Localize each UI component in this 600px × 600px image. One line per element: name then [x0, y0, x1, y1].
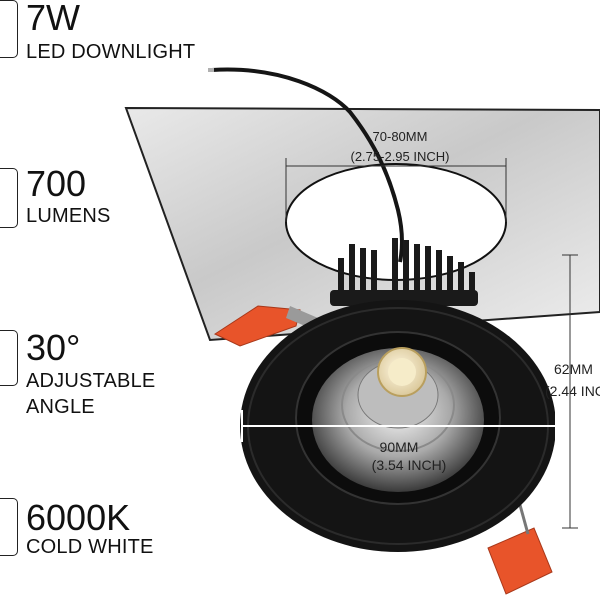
- power-cable: [211, 67, 404, 263]
- cutout-dimension: 70-80MM (2.75-2.95 INCH): [285, 129, 507, 222]
- cutout-inch-label: (2.75-2.95 INCH): [351, 149, 450, 164]
- cutout-mm-label: 70-80MM: [373, 129, 428, 144]
- spec-power-value: 7W: [26, 0, 80, 38]
- temperature-icon: [0, 498, 18, 556]
- spec-temperature-label: COLD WHITE: [26, 536, 154, 558]
- spring-clip-right: [487, 527, 553, 595]
- spec-angle-label2: ANGLE: [26, 396, 95, 418]
- diameter-dimension: 90MM (3.54 INCH): [241, 410, 557, 473]
- heat-sink: [330, 238, 478, 306]
- height-mm-label: 62MM: [554, 361, 593, 377]
- height-inch-label: (2.44 INCH): [545, 383, 600, 399]
- power-icon: [0, 0, 18, 58]
- angle-icon: [0, 330, 18, 386]
- spec-power-label: LED DOWNLIGHT: [26, 41, 196, 63]
- spec-temperature-value: 6000K: [26, 497, 131, 538]
- diameter-inch-label: (3.54 INCH): [372, 457, 447, 473]
- diameter-mm-label: 90MM: [380, 439, 419, 455]
- spec-lumens-label: LUMENS: [26, 205, 111, 227]
- spec-angle-label: ADJUSTABLE: [26, 370, 156, 392]
- height-dimension: 62MM (2.44 INCH): [545, 254, 600, 529]
- spec-lumens-value: 700: [26, 163, 87, 204]
- lumens-icon: [0, 168, 18, 228]
- spec-angle-value: 30°: [26, 327, 81, 368]
